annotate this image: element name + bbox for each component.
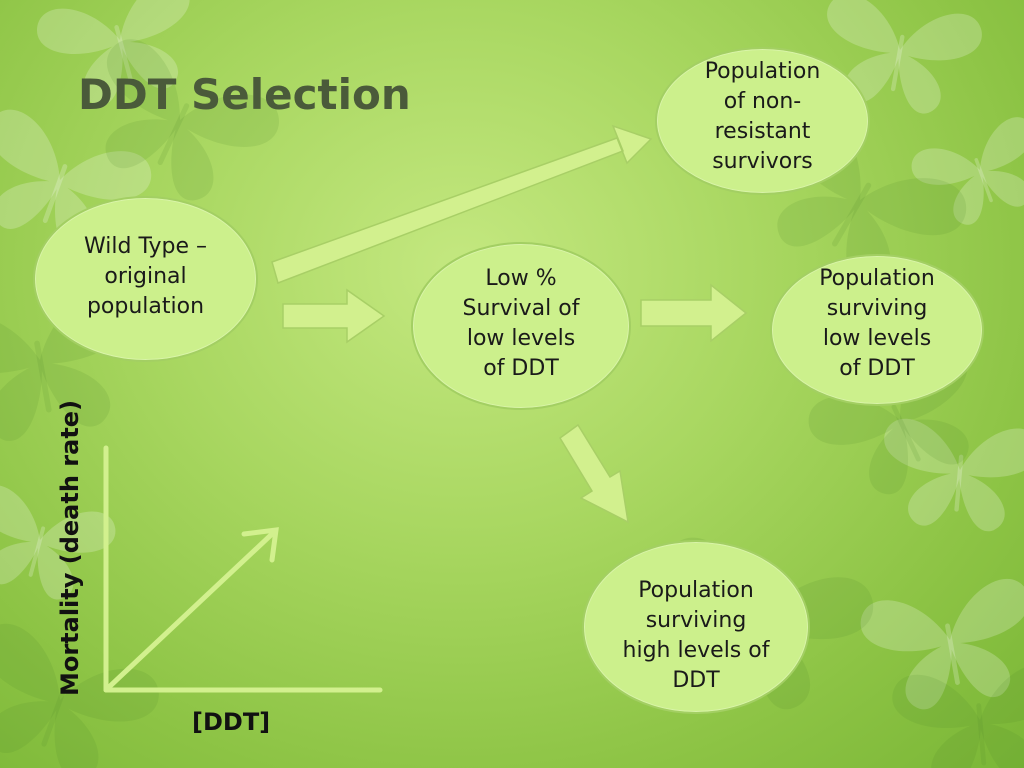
slide-title: DDT Selection: [78, 70, 411, 119]
arrow-to-surviving-low: [640, 283, 748, 343]
node-surviving-high-label: Population surviving high levels of DDT: [622, 578, 770, 693]
node-low-survival: Low % Survival of low levels of DDT: [411, 242, 631, 410]
node-non-resistant: Population of non- resistant survivors: [655, 47, 870, 195]
node-low-survival-label: Low % Survival of low levels of DDT: [462, 266, 580, 381]
arrow-to-surviving-high: [559, 423, 629, 524]
mortality-graph: [103, 445, 383, 693]
graph-y-axis-label: Mortality (death rate): [56, 399, 84, 697]
node-surviving-low: Population surviving low levels of DDT: [770, 254, 984, 406]
graph-x-axis-label: [DDT]: [192, 708, 271, 736]
node-wild-type: Wild Type – original population: [33, 196, 258, 362]
arrow-to-non-resistant: [271, 124, 653, 284]
trend-arrowhead: [241, 527, 279, 563]
trend-line: [105, 531, 275, 691]
arrow-to-low-survival: [282, 288, 386, 344]
node-non-resistant-label: Population of non- resistant survivors: [704, 59, 821, 174]
node-surviving-high: Population surviving high levels of DDT: [582, 540, 810, 714]
node-surviving-low-label: Population surviving low levels of DDT: [819, 266, 935, 381]
node-wild-type-label: Wild Type – original population: [84, 234, 207, 319]
